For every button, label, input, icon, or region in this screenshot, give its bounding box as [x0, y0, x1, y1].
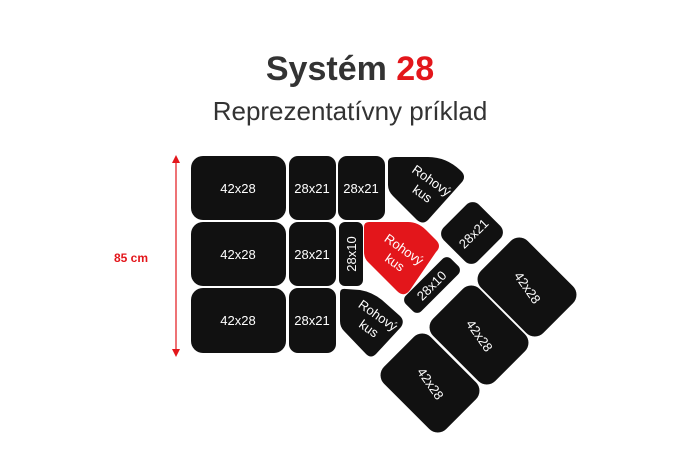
- module-42x28-bottom: 42x28: [191, 288, 286, 353]
- module-28x21-col3-top: 28x21: [338, 156, 385, 220]
- svg-text:28x21: 28x21: [343, 181, 378, 196]
- module-28x10-vertical: 28x10: [339, 222, 363, 286]
- svg-text:42x28: 42x28: [220, 181, 255, 196]
- corner-piece-bottom: Rohový kus: [340, 288, 403, 357]
- svg-text:42x28: 42x28: [220, 313, 255, 328]
- corner-piece-highlighted: Rohový kus: [364, 222, 439, 295]
- module-28x21-diagonal: 28x21: [441, 202, 503, 264]
- svg-text:28x10: 28x10: [344, 236, 359, 271]
- module-28x21-bottom: 28x21: [289, 288, 336, 353]
- height-dimension-label: 85 cm: [114, 251, 149, 265]
- module-42x28-middle: 42x28: [191, 222, 286, 286]
- height-dimension-arrow: [172, 155, 180, 357]
- module-42x28-top: 42x28: [191, 156, 286, 220]
- svg-text:28x21: 28x21: [294, 313, 329, 328]
- corner-piece-top: Rohový kus: [388, 157, 464, 223]
- svg-text:28x21: 28x21: [294, 247, 329, 262]
- page-subtitle: Reprezentatívny príklad: [212, 96, 488, 126]
- module-28x21-middle: 28x21: [289, 222, 336, 286]
- module-28x21-top: 28x21: [289, 156, 336, 220]
- title-main: Systém: [265, 50, 387, 88]
- module-42x28-diagonal-bottom: 42x28: [380, 333, 480, 433]
- title-number: 28: [396, 50, 435, 88]
- page-title: Systém 28: [0, 50, 700, 89]
- module-42x28-diagonal-middle: 42x28: [429, 285, 529, 385]
- module-42x28-diagonal-right: 42x28: [477, 237, 577, 337]
- svg-text:42x28: 42x28: [220, 247, 255, 262]
- svg-text:28x21: 28x21: [294, 181, 329, 196]
